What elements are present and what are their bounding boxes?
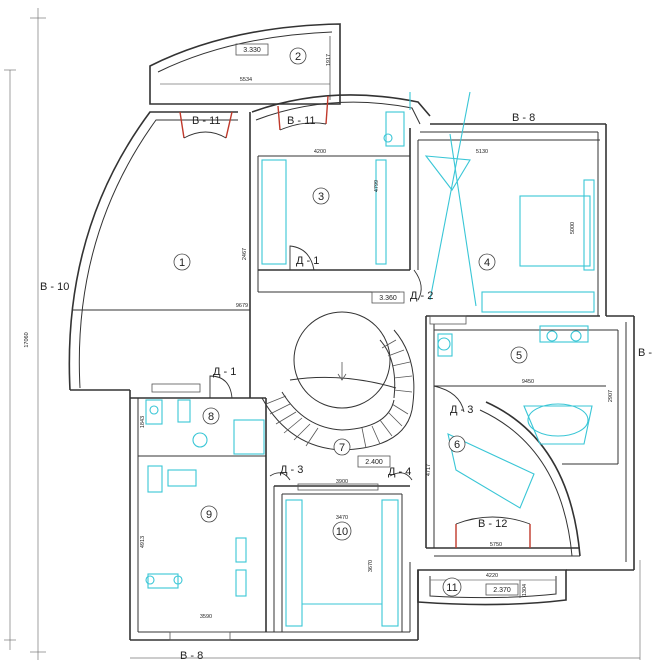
dim-4913: 4913 — [140, 536, 146, 548]
room-8-number: 8 — [208, 411, 214, 423]
label-d1-mid: Д - 1 — [213, 366, 236, 378]
dim-9679: 9679 — [236, 303, 248, 309]
box-bottom: 2.370 — [493, 587, 511, 594]
dim-5130: 5130 — [476, 149, 488, 155]
dim-2467: 2467 — [242, 248, 248, 260]
dim-3470: 3470 — [336, 515, 348, 521]
dim-4200: 4200 — [314, 149, 326, 155]
dim-2907: 2907 — [608, 390, 614, 402]
label-b12: В - 12 — [478, 518, 507, 530]
furniture — [145, 91, 595, 627]
outer-walls — [68, 94, 635, 641]
element-labels: В - 11 В - 11 В - 8 В - 8 В - 10 В - В -… — [40, 112, 652, 662]
dim-5000: 5000 — [570, 222, 576, 234]
room-11-number: 11 — [446, 582, 457, 594]
dim-1843: 1843 — [140, 416, 146, 428]
label-b11-right: В - 11 — [287, 115, 316, 127]
room-10-number: 10 — [336, 526, 348, 538]
dim-3670: 3670 — [368, 560, 374, 572]
box-mid: 3.360 — [379, 295, 397, 302]
label-b8-top: В - 8 — [512, 112, 535, 124]
room-3-number: 3 — [318, 191, 324, 203]
label-b10: В - 10 — [40, 281, 69, 293]
dim-5534: 5534 — [240, 77, 252, 83]
dim-4717: 4717 — [426, 464, 432, 476]
dim-3590: 3590 — [200, 614, 212, 620]
label-d1-top: Д - 1 — [296, 255, 319, 267]
label-d3-bottom: Д - 3 — [280, 464, 303, 476]
room-numbers: 1 2 3 4 5 6 7 8 9 10 11 — [173, 47, 528, 597]
level-boxes: 3.330 3.360 2.400 2.370 — [235, 43, 519, 596]
room-7-number: 7 — [339, 442, 345, 454]
room-6-number: 6 — [454, 439, 460, 451]
label-b11-left: В - 11 — [192, 115, 221, 127]
label-d2: Д - 2 — [410, 290, 433, 302]
outer-dimension-lines — [4, 8, 641, 660]
dim-3900: 3900 — [336, 479, 348, 485]
room-1-number: 1 — [179, 257, 185, 269]
dim-17060: 17060 — [24, 332, 30, 347]
box-stair: 2.400 — [365, 459, 383, 466]
label-d3-right: Д - 3 — [450, 404, 473, 416]
label-b-right: В - — [638, 347, 652, 359]
balcony-top — [149, 23, 341, 105]
interior-walls — [72, 112, 619, 632]
box-top: 3.330 — [243, 47, 261, 54]
doors — [151, 95, 531, 641]
dim-1917: 1917 — [326, 54, 332, 66]
label-d4: Д - 4 — [388, 466, 411, 478]
label-b8-bottom: В - 8 — [180, 650, 203, 662]
dimension-texts: 5534 1917 4200 4799 2467 9679 5130 5000 … — [24, 54, 614, 620]
staircase — [261, 311, 415, 451]
dim-9450: 9450 — [522, 379, 534, 385]
dim-4799: 4799 — [374, 180, 380, 192]
room-2-number: 2 — [295, 51, 301, 63]
room-9-number: 9 — [206, 509, 212, 521]
dim-5750: 5750 — [490, 542, 502, 548]
room-5-number: 5 — [516, 350, 522, 362]
room-4-number: 4 — [484, 257, 490, 269]
dim-4220: 4220 — [486, 573, 498, 579]
dim-1304: 1304 — [522, 584, 528, 596]
